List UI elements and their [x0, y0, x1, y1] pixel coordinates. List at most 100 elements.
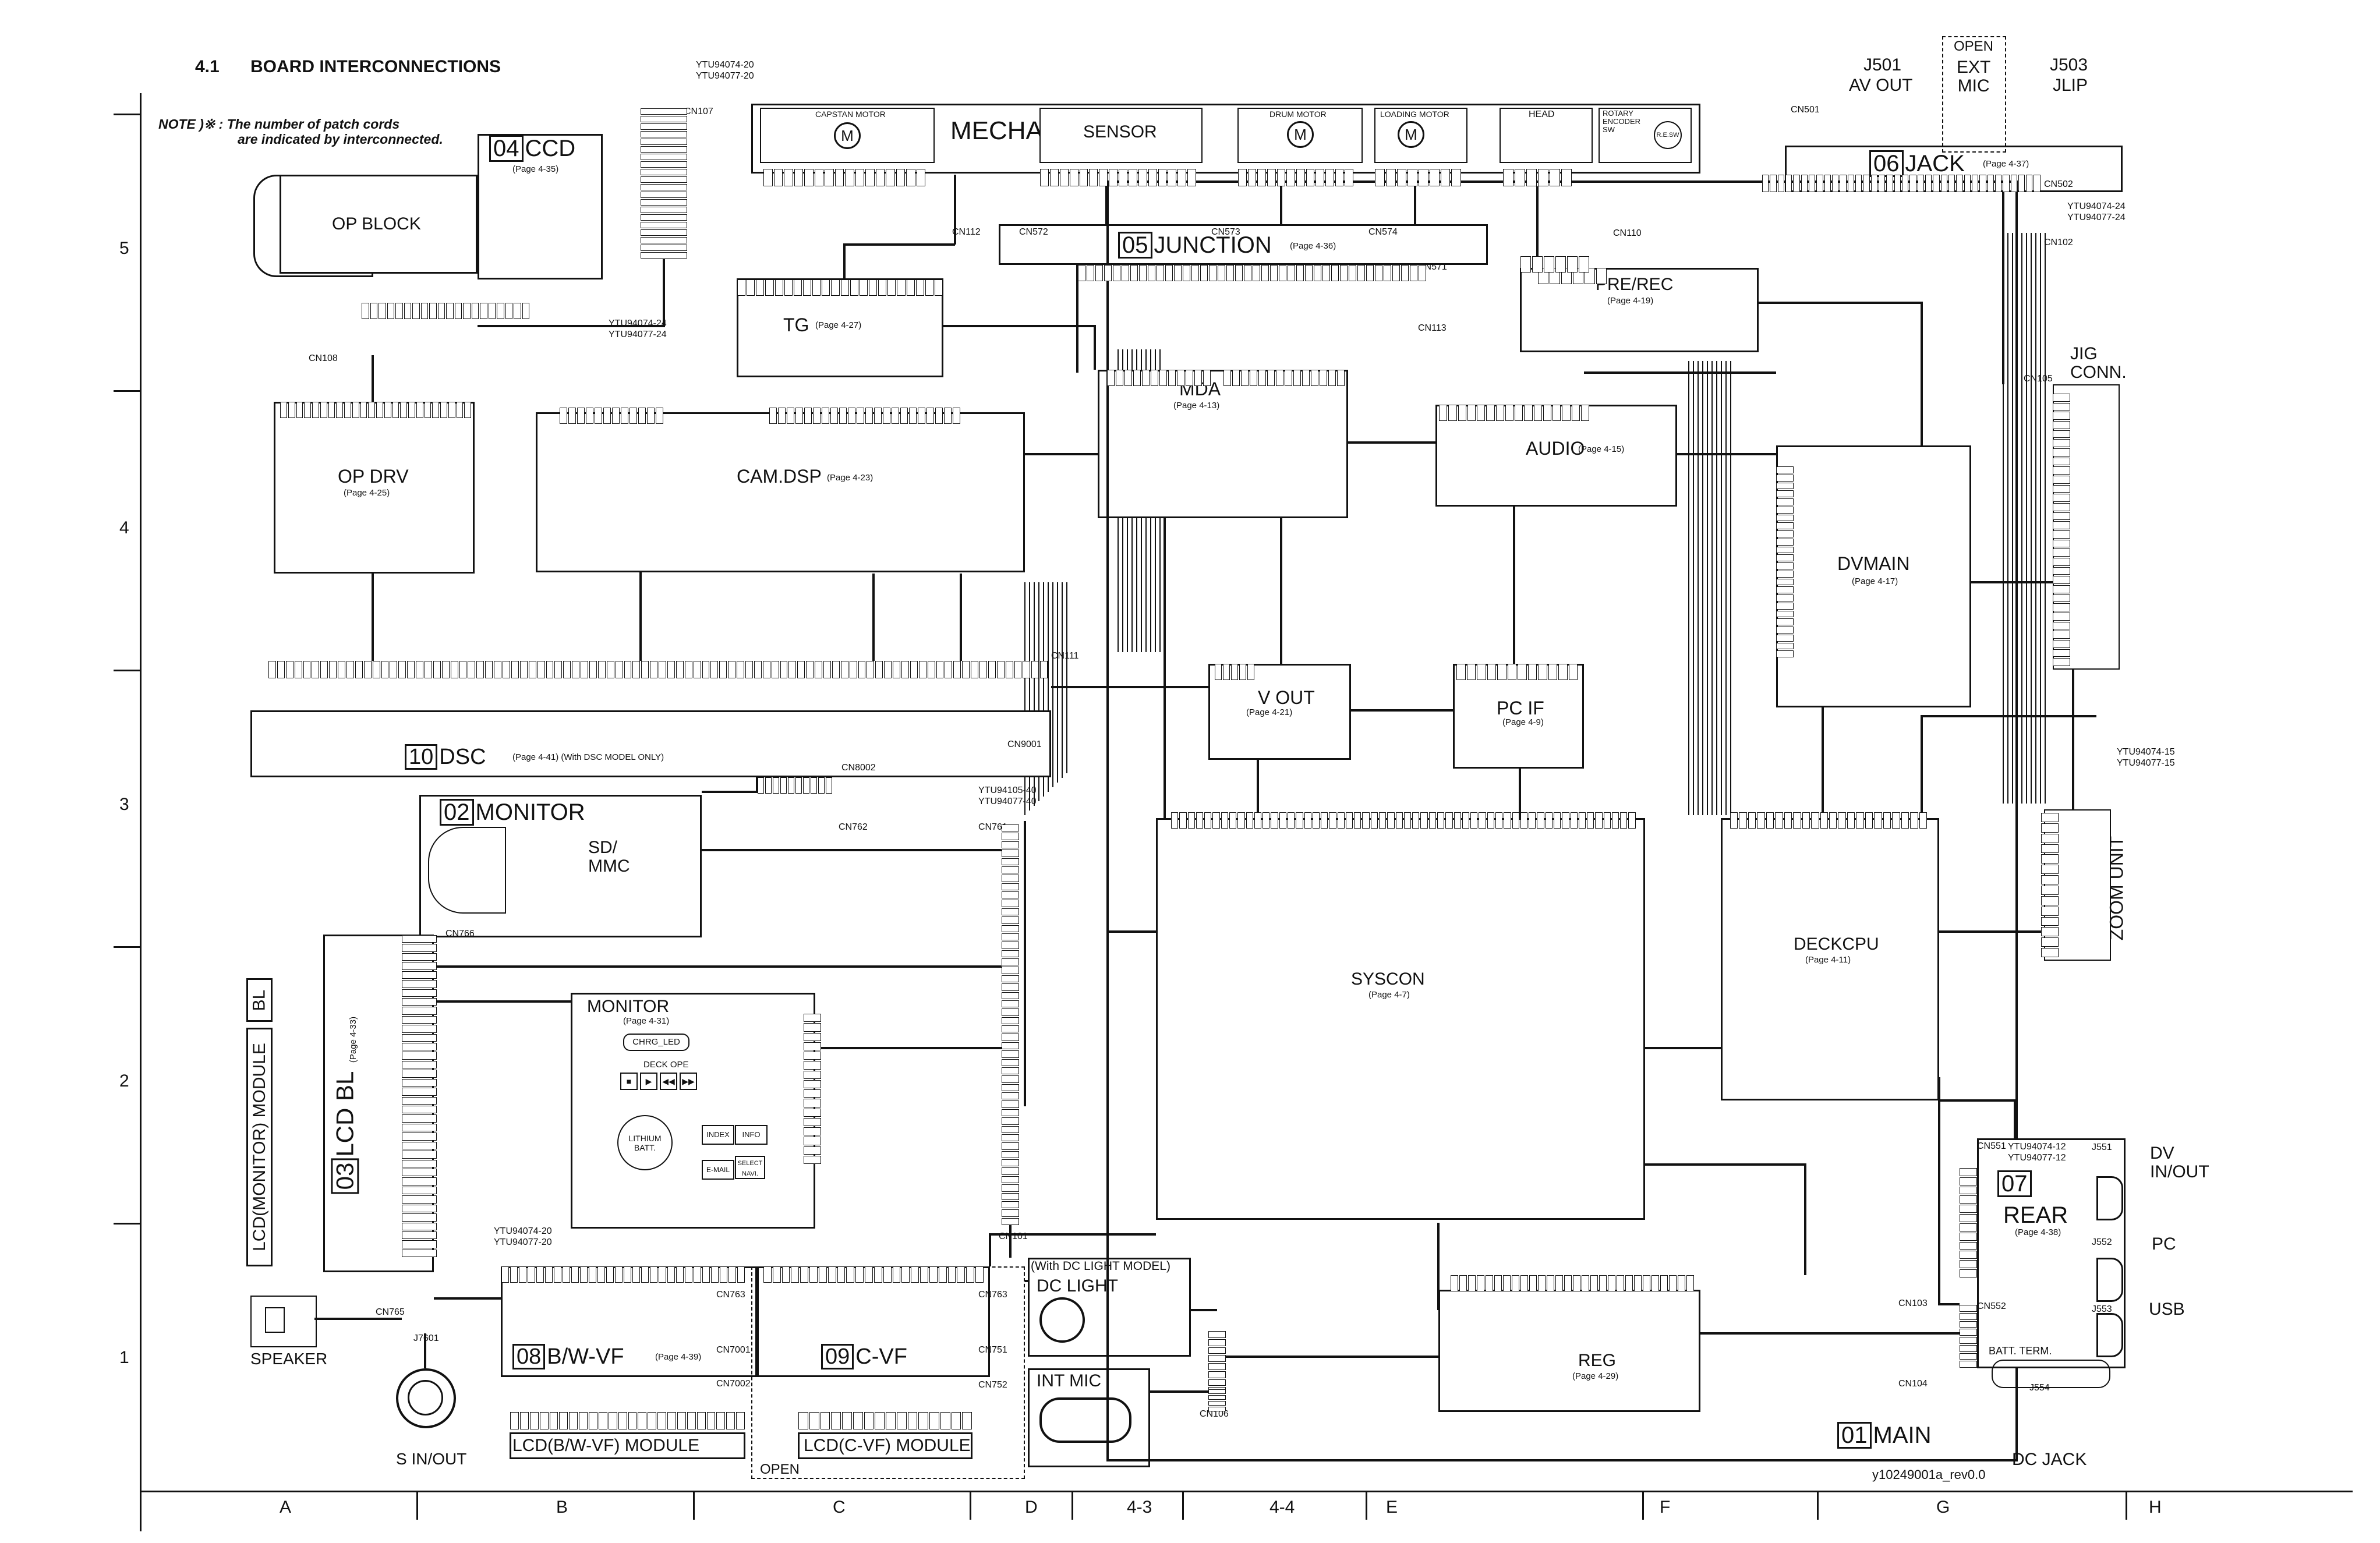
pin-strip — [737, 279, 943, 296]
tg-page: (Page 4-27) — [815, 320, 862, 330]
pin — [1960, 1168, 1977, 1176]
pin-strip-vertical — [1002, 824, 1019, 1226]
pin — [1529, 812, 1536, 829]
pin — [667, 1412, 676, 1429]
pin — [1558, 664, 1568, 680]
connector-cn8002: CN8002 — [841, 763, 876, 773]
connector-cn765: CN765 — [376, 1307, 405, 1317]
pin — [1816, 175, 1823, 192]
pin — [1288, 265, 1295, 281]
pin — [1002, 883, 1019, 890]
pin — [887, 279, 896, 296]
pin-strip — [1077, 265, 1427, 281]
pin-strip — [1438, 405, 1590, 421]
pin — [1314, 265, 1321, 281]
s-video-jack-inner — [408, 1380, 443, 1415]
pin — [2053, 521, 2070, 530]
zoom-unit-label: ZOOM UNIT — [2106, 836, 2127, 940]
pin — [1002, 841, 1019, 849]
pin — [1328, 370, 1336, 386]
connector-j553: J553 — [2092, 1304, 2112, 1314]
pin — [794, 169, 803, 186]
pin — [1196, 812, 1204, 829]
pin — [853, 1412, 863, 1429]
pin — [2041, 948, 2059, 958]
pin — [346, 661, 354, 678]
pin — [1445, 812, 1453, 829]
pin — [338, 661, 346, 678]
pin — [1412, 812, 1420, 829]
connector-cn104: CN104 — [1898, 1379, 1928, 1389]
pin — [962, 1412, 972, 1429]
pin — [368, 402, 375, 418]
pin — [1002, 975, 1019, 983]
pin — [831, 1412, 841, 1429]
pin — [581, 661, 588, 678]
pin — [1634, 1275, 1642, 1291]
pin — [1059, 169, 1069, 186]
int-mic-box — [1028, 1368, 1150, 1467]
pin — [446, 303, 454, 319]
pin — [2041, 937, 2059, 947]
pin — [936, 661, 944, 678]
pin — [804, 1042, 821, 1050]
pin — [1568, 664, 1578, 680]
pin — [1507, 664, 1516, 680]
pin — [1208, 1389, 1226, 1394]
pin — [312, 402, 319, 418]
pin — [1002, 824, 1019, 832]
pin — [834, 169, 844, 186]
cam-dsp-box — [536, 412, 1025, 572]
pin — [791, 1266, 800, 1283]
pin — [737, 1266, 745, 1283]
pin — [1948, 175, 1955, 192]
connector-cn105: CN105 — [2024, 374, 2053, 384]
pin — [1678, 1275, 1685, 1291]
pin — [608, 1412, 617, 1429]
pin — [802, 279, 812, 296]
pin — [1477, 664, 1486, 680]
connector-cn752: CN752 — [978, 1380, 1007, 1390]
dc-jack-label: DC JACK — [2012, 1450, 2087, 1469]
pin — [1148, 169, 1157, 186]
pin — [641, 154, 687, 160]
pin — [641, 207, 687, 213]
pin — [1512, 812, 1519, 829]
pin — [1253, 265, 1260, 281]
pin — [312, 661, 320, 678]
pin — [915, 279, 924, 296]
pin — [641, 139, 687, 145]
pin — [1069, 169, 1078, 186]
pin — [1669, 1275, 1677, 1291]
pin — [416, 402, 423, 418]
pin — [528, 1266, 535, 1283]
pin — [1562, 405, 1571, 421]
pin — [1611, 812, 1619, 829]
pin — [624, 1266, 631, 1283]
pin — [647, 408, 655, 424]
pin — [1570, 812, 1578, 829]
pin — [1002, 1117, 1019, 1125]
pin — [402, 944, 437, 952]
grid-row-1: 1 — [119, 1348, 129, 1367]
pin — [2053, 567, 2070, 575]
pin — [1002, 1000, 1019, 1008]
pin — [632, 661, 641, 678]
pin — [1258, 370, 1266, 386]
pin — [1168, 370, 1176, 386]
pin — [580, 1266, 588, 1283]
pin-strip — [361, 303, 530, 319]
pin — [488, 303, 496, 319]
pin — [975, 1266, 984, 1283]
info-button: INFO — [735, 1125, 768, 1145]
pin — [2053, 466, 2070, 475]
pin — [1401, 265, 1409, 281]
pin — [823, 661, 831, 678]
pin — [589, 661, 597, 678]
pin — [2041, 813, 2059, 822]
pin-strip — [1214, 664, 1255, 680]
pin-strip — [559, 408, 664, 424]
pin — [402, 1249, 437, 1258]
pin — [1960, 1177, 1977, 1185]
